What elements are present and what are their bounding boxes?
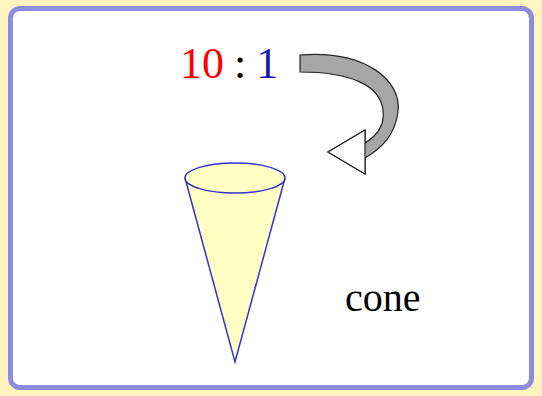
shape-label: cone: [345, 278, 421, 318]
arrow-head: [328, 130, 365, 174]
cone-top: [185, 163, 285, 193]
cone-body: [185, 178, 285, 362]
ratio-number: 10: [180, 42, 224, 86]
curved-arrow: [300, 54, 398, 174]
ratio-number: 1: [256, 42, 278, 86]
ratio-colon: :: [234, 42, 246, 86]
ratio-text: 10:1: [180, 42, 278, 86]
